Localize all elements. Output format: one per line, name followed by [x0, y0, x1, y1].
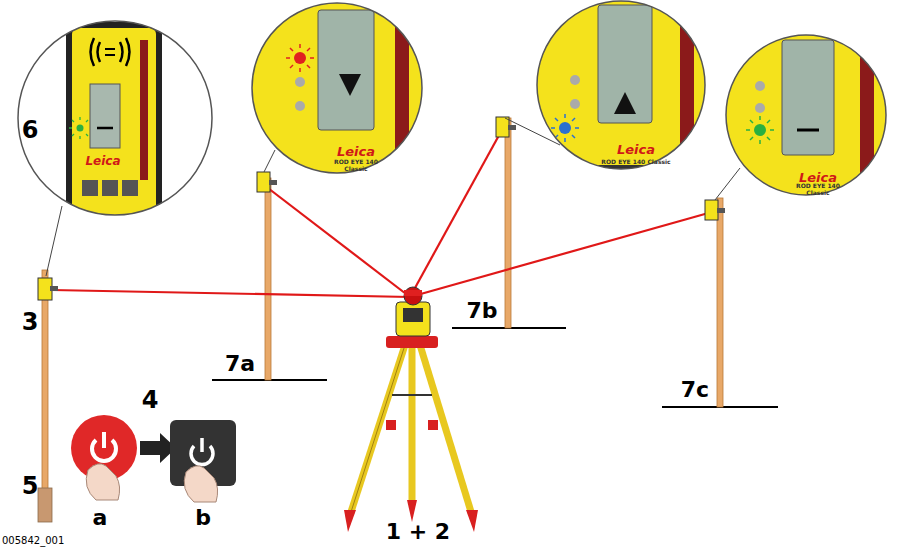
ground-lines — [212, 328, 778, 407]
callout-number: 5 — [22, 473, 39, 499]
model-text: ROD EYE 140 Classic — [795, 183, 841, 196]
brand-text: Leica — [337, 145, 375, 159]
callout-number: a — [93, 506, 108, 530]
callout-number: 7a — [225, 352, 255, 376]
callout-number: b — [195, 506, 211, 530]
callout-number: 1 + 2 — [386, 520, 450, 544]
power-buttons — [71, 415, 236, 502]
zoom-circle-7a — [250, 0, 425, 175]
model-text: ROD EYE 140 Classic — [333, 159, 379, 172]
callout-number: 6 — [22, 117, 39, 143]
zoom-circle-7b — [535, 0, 710, 175]
brand-text: Leica — [617, 143, 655, 157]
callout-number: 7c — [681, 378, 709, 402]
figure-id: 005842_001 — [2, 535, 64, 546]
model-text: ROD EYE 140 Classic — [601, 159, 670, 166]
brand-text: Leica — [85, 155, 120, 168]
callout-number: 7b — [466, 299, 497, 323]
rotating-laser — [396, 287, 430, 336]
zoom-circle-6 — [18, 21, 212, 237]
callout-number: 3 — [22, 309, 39, 335]
callout-number: 4 — [142, 387, 159, 413]
zoom-circle-7c — [724, 30, 889, 200]
tripod — [344, 336, 478, 532]
